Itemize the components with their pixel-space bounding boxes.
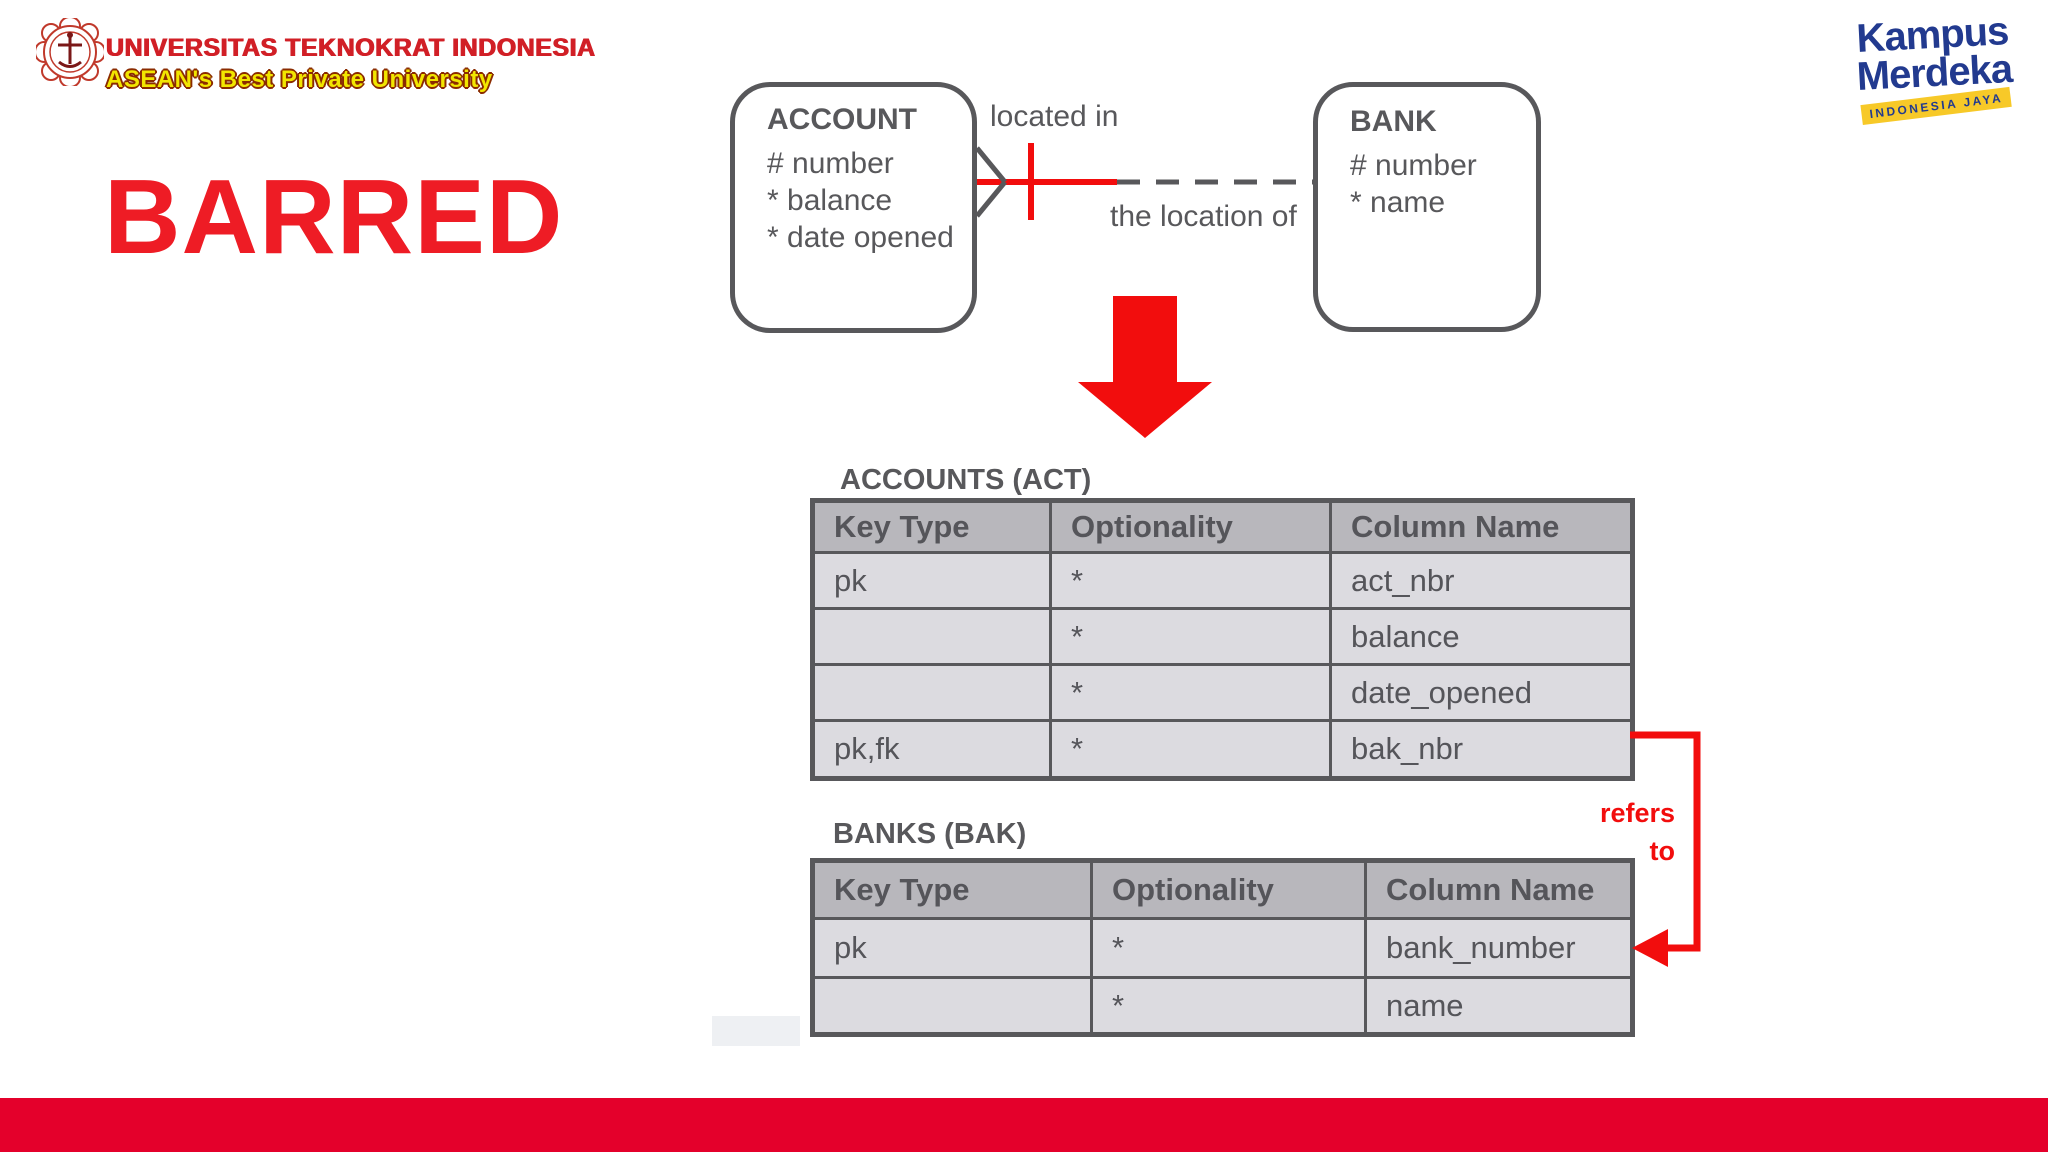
refers-label-line2: to bbox=[1649, 836, 1675, 866]
table-cell bbox=[811, 607, 1052, 666]
table-row: * balance bbox=[811, 607, 1634, 666]
refers-label-line1: refers bbox=[1599, 798, 1675, 828]
kampus-merdeka-logo: Kampus Merdeka INDONESIA JAYA bbox=[1846, 9, 2023, 126]
banks-table: Key Type Optionality Column Name pk * ba… bbox=[810, 858, 1635, 1037]
table-cell: * bbox=[1049, 551, 1332, 610]
relationship-label-right: the location of bbox=[1110, 200, 1297, 233]
table-cell: * bbox=[1049, 719, 1332, 780]
table-cell bbox=[811, 976, 1093, 1036]
relationship-label-left: located in bbox=[990, 100, 1119, 133]
entity-bank: BANK # number * name bbox=[1313, 82, 1541, 332]
table-cell: pk bbox=[811, 551, 1052, 610]
table-cell: name bbox=[1364, 976, 1634, 1036]
table-row: pk,fk * bak_nbr bbox=[811, 719, 1634, 780]
table-row: pk * act_nbr bbox=[811, 551, 1634, 610]
entity-bank-attr: # number bbox=[1350, 149, 1477, 182]
column-header: Column Name bbox=[1329, 499, 1634, 554]
column-header: Key Type bbox=[811, 499, 1052, 554]
bottom-red-bar bbox=[0, 1098, 2048, 1152]
faint-artifact-rect bbox=[712, 1016, 800, 1046]
university-emblem-icon bbox=[34, 16, 106, 88]
table-row: * name bbox=[811, 976, 1634, 1036]
down-arrow-icon bbox=[1078, 296, 1212, 438]
table-cell: act_nbr bbox=[1329, 551, 1634, 610]
table-header-row: Key Type Optionality Column Name bbox=[811, 499, 1634, 554]
entity-bank-attr: * name bbox=[1350, 186, 1446, 219]
table-cell: balance bbox=[1329, 607, 1634, 666]
entity-account: ACCOUNT # number * balance * date opened bbox=[730, 82, 977, 333]
relationship-line bbox=[975, 143, 1313, 220]
page-title: BARRED bbox=[104, 158, 564, 276]
university-emblem bbox=[34, 16, 106, 88]
table-cell: bak_nbr bbox=[1329, 719, 1634, 780]
table-row: pk * bank_number bbox=[811, 917, 1634, 979]
column-header: Optionality bbox=[1090, 859, 1367, 920]
table-cell: * bbox=[1090, 917, 1367, 979]
column-header: Column Name bbox=[1364, 859, 1634, 920]
university-name: Universitas Teknokrat Indonesia bbox=[106, 34, 596, 62]
entity-account-name: ACCOUNT bbox=[767, 103, 917, 136]
accounts-table: Key Type Optionality Column Name pk * ac… bbox=[810, 498, 1635, 781]
entity-account-attr: # number bbox=[767, 147, 894, 180]
entity-account-attr: * date opened bbox=[767, 221, 954, 254]
table-cell: * bbox=[1090, 976, 1367, 1036]
table-row: * date_opened bbox=[811, 663, 1634, 722]
column-header: Key Type bbox=[811, 859, 1093, 920]
banks-table-title: BANKS (BAK) bbox=[833, 818, 1027, 850]
column-header: Optionality bbox=[1049, 499, 1332, 554]
table-cell: pk bbox=[811, 917, 1093, 979]
entity-bank-name: BANK bbox=[1350, 105, 1437, 138]
table-header-row: Key Type Optionality Column Name bbox=[811, 859, 1634, 920]
university-tagline: ASEAN's Best Private University bbox=[106, 66, 493, 93]
table-cell bbox=[811, 663, 1052, 722]
entity-account-attr: * balance bbox=[767, 184, 893, 217]
table-cell: pk,fk bbox=[811, 719, 1052, 780]
arrowhead-left-icon bbox=[1632, 929, 1668, 967]
table-cell: bank_number bbox=[1364, 917, 1634, 979]
accounts-table-title: ACCOUNTS (ACT) bbox=[840, 464, 1092, 496]
table-cell: * bbox=[1049, 663, 1332, 722]
table-cell: date_opened bbox=[1329, 663, 1634, 722]
table-cell: * bbox=[1049, 607, 1332, 666]
refers-to-connector bbox=[1630, 731, 1701, 967]
